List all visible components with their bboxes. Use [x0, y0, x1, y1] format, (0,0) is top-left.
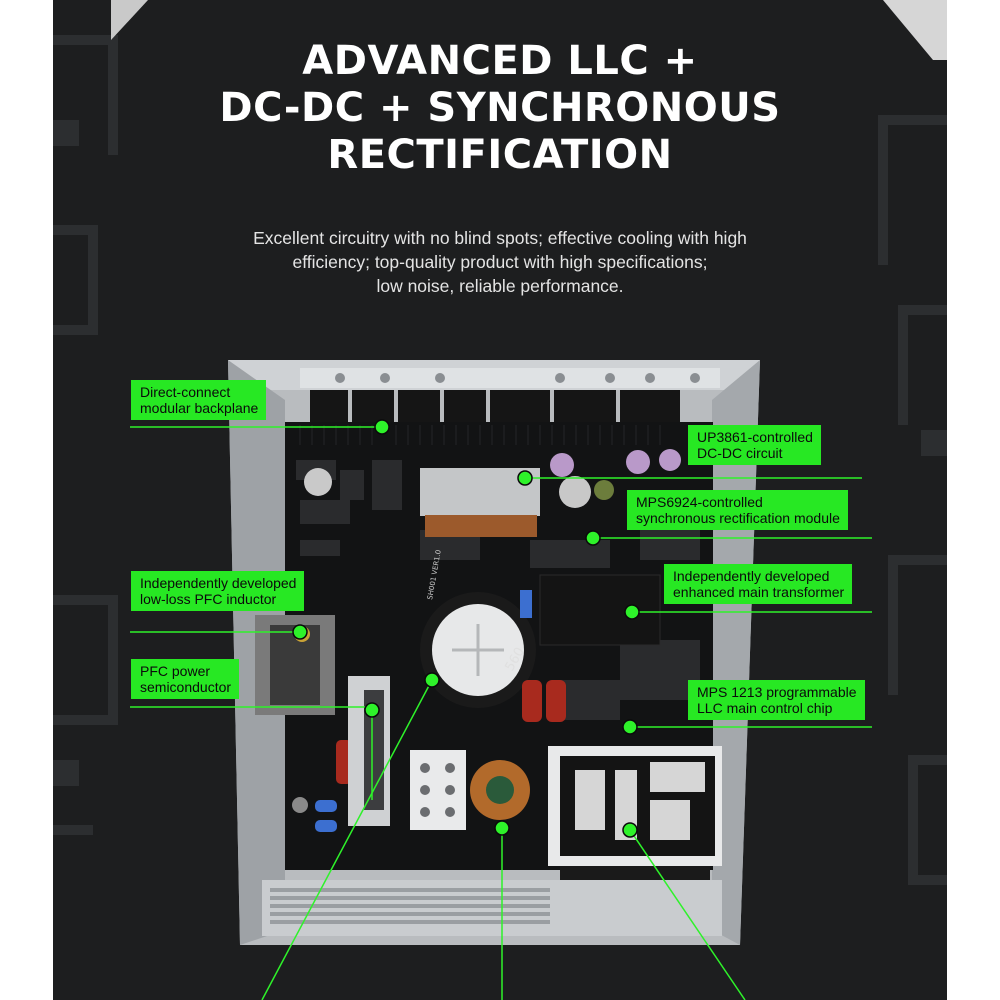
bulk-capacitor-vent	[452, 624, 504, 676]
description-line: efficiency; top-quality product with hig…	[292, 252, 708, 272]
dcdc-shield-module	[420, 468, 540, 516]
circuit-trace-decoration	[53, 0, 947, 885]
description-line: Excellent circuitry with no blind spots;…	[253, 228, 747, 248]
ac-input-traces	[575, 762, 705, 840]
callout-dcdc: UP3861-controlled DC-DC circuit	[688, 425, 821, 465]
callout-line: MPS 1213 programmable	[697, 684, 857, 700]
feature-description: Excellent circuitry with no blind spots;…	[0, 226, 1000, 298]
heading-line: DC-DC + SYNCHRONOUS	[219, 85, 781, 131]
main-heading: ADVANCED LLC + DC-DC + SYNCHRONOUS RECTI…	[0, 38, 1000, 179]
callout-line: LLC main control chip	[697, 700, 833, 716]
ac-terminal-block	[410, 750, 466, 830]
callout-line: MPS6924-controlled	[636, 494, 763, 510]
callout-line: Independently developed	[673, 568, 830, 584]
chassis-rail-plate	[300, 368, 720, 388]
modular-backplane-connectors	[310, 390, 680, 422]
heading-line: ADVANCED LLC +	[302, 38, 698, 84]
emi-toroid-core	[486, 776, 514, 804]
callout-line: semiconductor	[140, 679, 232, 695]
smd-components	[296, 460, 700, 720]
heading-line: RECTIFICATION	[327, 132, 673, 178]
pfc-inductor-terminal	[294, 626, 310, 642]
callout-line: low-loss PFC inductor	[140, 591, 277, 607]
callout-line: PFC power	[140, 663, 211, 679]
callout-transformer: Independently developed enhanced main tr…	[664, 564, 853, 604]
main-transformer	[539, 574, 661, 646]
callout-sync: MPS6924-controlled synchronous rectifica…	[627, 490, 848, 530]
callout-line: modular backplane	[140, 400, 259, 416]
callout-line: synchronous rectification module	[636, 510, 840, 526]
callout-backplane: Direct-connect modular backplane	[131, 380, 267, 420]
callout-pfc-inductor: Independently developed low-loss PFC ind…	[131, 571, 305, 611]
description-line: low noise, reliable performance.	[376, 276, 624, 296]
board-screw	[292, 797, 308, 813]
callout-line: Independently developed	[140, 575, 297, 591]
rail-screws	[335, 373, 700, 383]
callout-line: Direct-connect	[140, 384, 231, 400]
pfc-semiconductor	[364, 690, 384, 810]
callout-pfc-semi: PFC power semiconductor	[131, 659, 240, 699]
callout-line: enhanced main transformer	[673, 584, 845, 600]
small-capacitors	[304, 449, 681, 508]
blue-capacitor	[520, 590, 532, 618]
callout-llc-chip: MPS 1213 programmable LLC main control c…	[688, 680, 865, 720]
callout-line: DC-DC circuit	[697, 445, 783, 461]
callout-line: UP3861-controlled	[697, 429, 813, 445]
heatsink-fins	[299, 425, 661, 445]
dcdc-copper-coil	[425, 515, 537, 537]
